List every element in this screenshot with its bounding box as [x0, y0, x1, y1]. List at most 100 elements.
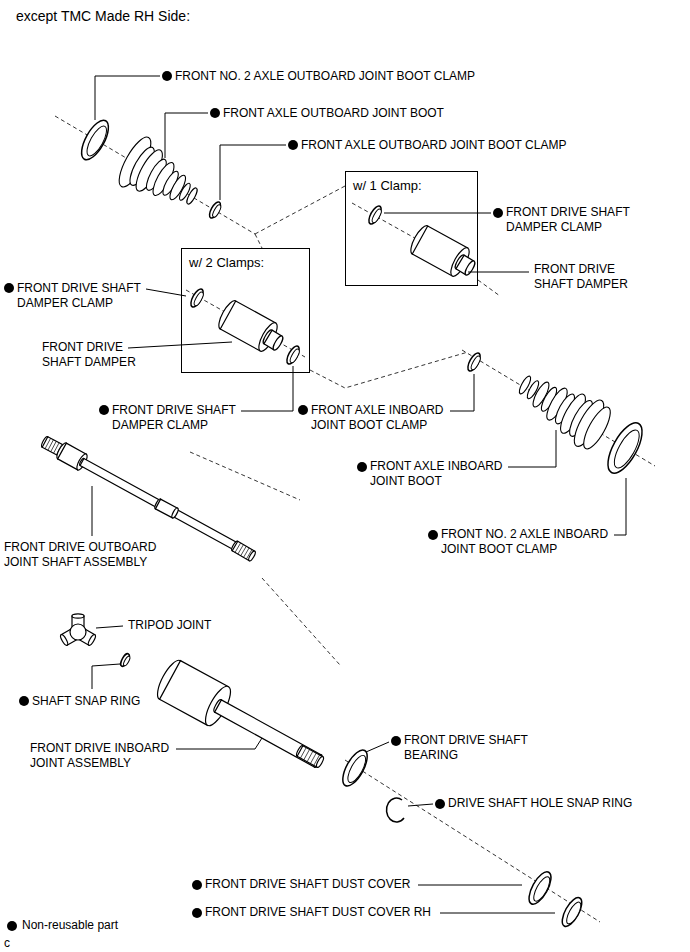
joint-spline	[315, 756, 324, 769]
dust-cover	[525, 869, 556, 908]
guide-line	[255, 186, 345, 234]
non-reusable-mark	[391, 736, 401, 746]
part-name: FRONT AXLE INBOARD JOINT BOOT CLAMP	[311, 403, 461, 433]
guide-line	[310, 352, 468, 388]
part-name-text: FRONT NO. 2 AXLE OUTBOARD JOINT BOOT CLA…	[175, 69, 475, 83]
tripod-hub	[70, 624, 86, 640]
shaft-groove	[171, 507, 180, 519]
non-reusable-mark	[428, 530, 438, 540]
leader-line	[384, 213, 491, 214]
guide-line	[55, 116, 255, 234]
boot-clamp	[610, 427, 644, 472]
boot-clamp	[470, 355, 482, 371]
leader-line	[146, 289, 186, 296]
part-name: DRIVE SHAFT HOLE SNAP RING	[448, 796, 632, 811]
leader-line	[220, 145, 286, 200]
damper-clamp	[371, 208, 383, 224]
joint-shaft	[215, 700, 322, 767]
part-name-text: FRONT DRIVE SHAFT DUST COVER	[205, 877, 410, 891]
non-reusable-mark	[192, 880, 202, 890]
non-reusable-mark	[4, 283, 14, 293]
part-name: FRONT NO. 2 AXLE OUTBOARD JOINT BOOT CLA…	[175, 69, 475, 84]
leader-line	[92, 664, 120, 689]
non-reusable-mark	[19, 696, 29, 706]
part-name: FRONT DRIVE SHAFT DAMPER CLAMP	[17, 281, 157, 311]
boot-clamp	[601, 418, 649, 478]
legend-swatch	[7, 921, 17, 931]
part-name-text: FRONT AXLE OUTBOARD JOINT BOOT CLAMP	[301, 138, 566, 152]
guide-line	[255, 234, 262, 248]
part-name-text: FRONT AXLE OUTBOARD JOINT BOOT	[223, 106, 444, 120]
part-name-text: FRONT DRIVE INBOARD JOINT ASSEMBLY	[30, 741, 169, 770]
non-reusable-mark	[435, 799, 445, 809]
title-text: except TMC Made RH Side:	[16, 8, 190, 24]
shaft-spline	[248, 550, 257, 561]
damper-clamp	[284, 344, 301, 366]
guide-line	[190, 452, 300, 500]
part-name: c	[4, 936, 10, 951]
part-name: FRONT DRIVE SHAFT DAMPER	[42, 340, 152, 370]
part-name: FRONT AXLE OUTBOARD JOINT BOOT	[223, 106, 444, 121]
damper	[463, 260, 476, 277]
dust-cover	[531, 875, 553, 904]
part-name-text: FRONT DRIVE SHAFT DAMPER	[534, 262, 628, 291]
part-name-text: FRONT AXLE INBOARD JOINT BOOT	[370, 459, 502, 488]
boot-clamp	[465, 351, 482, 373]
dust-cover	[558, 895, 585, 930]
boot-clamp	[76, 116, 113, 163]
part-name: FRONT DRIVE INBOARD JOINT ASSEMBLY	[30, 741, 190, 771]
leader-line	[96, 626, 123, 628]
non-reusable-mark	[162, 71, 172, 81]
leader-line	[408, 804, 433, 806]
part-name: FRONT NO. 2 AXLE INBOARD JOINT BOOT CLAM…	[441, 527, 626, 557]
dust-cover	[564, 900, 584, 926]
part-name-text: FRONT NO. 2 AXLE INBOARD JOINT BOOT CLAM…	[441, 527, 608, 556]
non-reusable-mark	[210, 108, 220, 118]
guide-line	[262, 578, 340, 665]
boot-clamp	[211, 204, 222, 218]
part-name-text: FRONT DRIVE OUTBOARD JOINT SHAFT ASSEMBL…	[4, 540, 156, 569]
part-name: FRONT AXLE INBOARD JOINT BOOT	[370, 459, 520, 489]
part-name-text: FRONT DRIVE SHAFT DAMPER	[42, 340, 136, 369]
part-name-text: FRONT DRIVE SHAFT DAMPER CLAMP	[17, 281, 141, 310]
non-reusable-mark	[298, 405, 308, 415]
part-name: SHAFT SNAP RING	[32, 694, 140, 709]
part-name: FRONT DRIVE SHAFT DUST COVER	[205, 877, 410, 892]
hole-snap-ring	[387, 798, 404, 822]
guide-line	[186, 290, 305, 357]
outboard-boot	[185, 187, 199, 206]
part-name-text: FRONT AXLE INBOARD JOINT BOOT CLAMP	[311, 403, 443, 432]
leader-line	[418, 885, 522, 886]
legend-item: Non-reusable part	[22, 918, 118, 933]
shaft-spline	[246, 550, 252, 559]
boot-clamp	[207, 200, 222, 219]
part-name: TRIPOD JOINT	[128, 618, 211, 633]
part-name: FRONT DRIVE SHAFT DAMPER CLAMP	[112, 403, 252, 433]
part-name: FRONT AXLE OUTBOARD JOINT BOOT CLAMP	[301, 138, 566, 153]
non-reusable-mark	[493, 208, 503, 218]
variant-box: w/ 1 Clamp:	[345, 171, 478, 286]
part-name-text: FRONT DRIVE SHAFT DUST COVER RH	[205, 905, 431, 919]
part-name: FRONT DRIVE SHAFT DAMPER	[534, 262, 644, 292]
part-name-text: SHAFT SNAP RING	[32, 694, 140, 708]
non-reusable-mark	[288, 140, 298, 150]
guide-line	[478, 280, 500, 296]
part-name: FRONT DRIVE SHAFT DAMPER CLAMP	[506, 205, 646, 235]
joint-spline	[314, 755, 320, 766]
damper-clamp	[289, 348, 301, 364]
part-name: FRONT DRIVE SHAFT DUST COVER RH	[205, 905, 431, 920]
part-name-text: c	[4, 936, 10, 950]
inboard-boot	[579, 404, 615, 453]
part-name-text: FRONT DRIVE SHAFT DAMPER CLAMP	[112, 403, 236, 432]
leader-line	[176, 738, 262, 749]
leader-line	[95, 76, 160, 120]
tripod-roller	[59, 634, 69, 646]
legend-text: Non-reusable part	[22, 918, 118, 932]
part-name-text: FRONT DRIVE SHAFT DAMPER CLAMP	[506, 205, 630, 234]
snap-ring	[122, 655, 131, 666]
leader-line	[614, 478, 626, 535]
non-reusable-mark	[192, 908, 202, 918]
leader-line	[508, 430, 556, 467]
title: except TMC Made RH Side:	[16, 8, 190, 25]
